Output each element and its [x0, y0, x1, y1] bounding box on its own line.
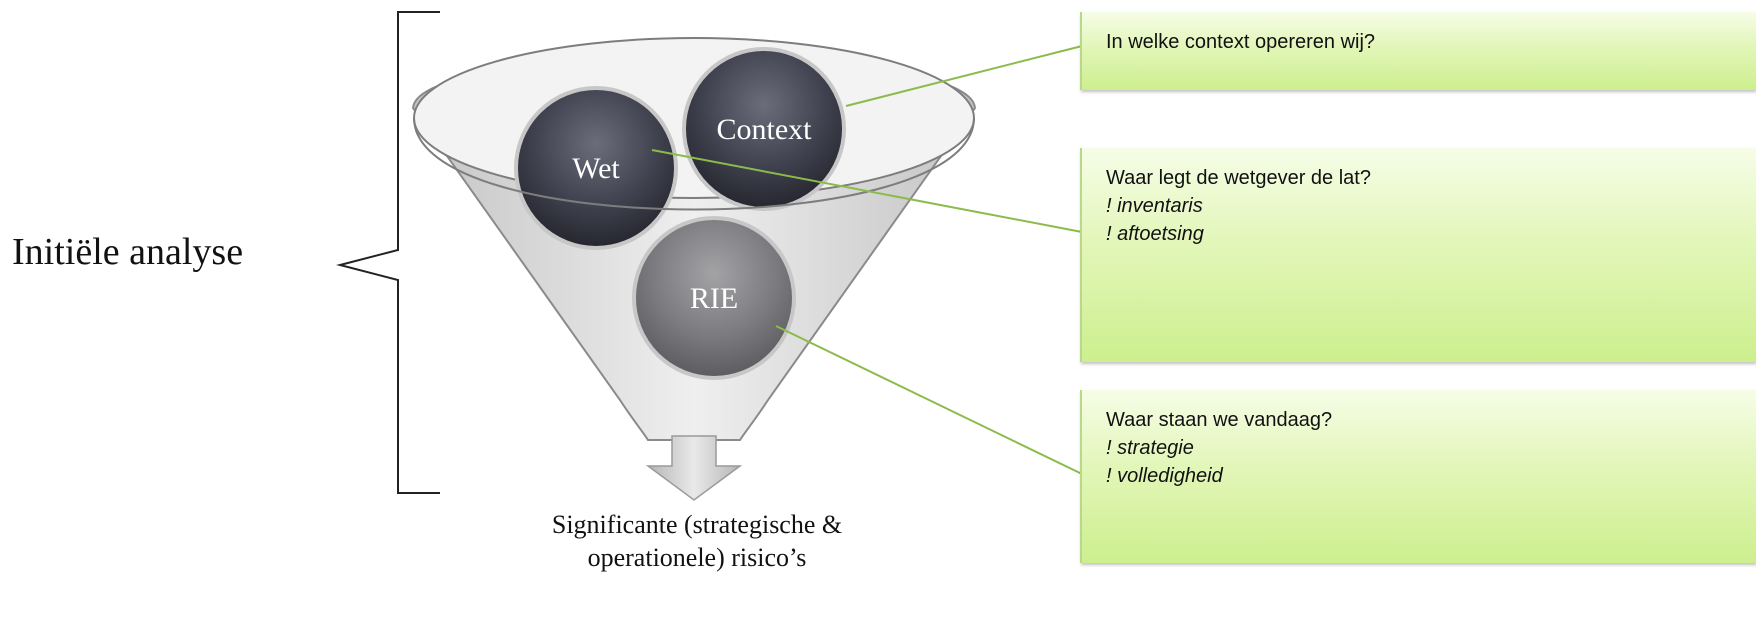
note-rie-title: Waar staan we vandaag?	[1106, 409, 1333, 431]
output-label-line2: operationele) risico’s	[588, 543, 807, 572]
note-context: In welke context opereren wij?	[1080, 12, 1756, 90]
funnel-rim	[413, 117, 975, 211]
brace	[336, 11, 440, 494]
down-arrow-icon	[645, 435, 743, 501]
note-rie: Waar staan we vandaag? ! strategie ! vol…	[1080, 390, 1756, 563]
circle-wet-label: Wet	[572, 152, 620, 185]
connector-wet	[651, 149, 1083, 233]
note-rie-item: ! strategie	[1106, 437, 1194, 459]
note-wet-item: ! aftoetsing	[1106, 223, 1204, 245]
note-wet-title: Waar legt de wetgever de lat?	[1106, 167, 1371, 189]
circle-context-label: Context	[717, 113, 813, 146]
note-rie-item: ! volledigheid	[1106, 465, 1223, 487]
circle-wet: Wet	[514, 86, 678, 250]
analysis-label: Initiële analyse	[12, 231, 243, 273]
circle-rie-label: RIE	[690, 282, 738, 315]
note-wet-item: ! inventaris	[1106, 195, 1203, 217]
circle-context: Context	[682, 47, 846, 211]
output-label-line1: Significante (strategische &	[552, 510, 842, 539]
note-context-title: In welke context opereren wij?	[1106, 31, 1376, 53]
connector-rie	[775, 325, 1083, 475]
connector-context	[845, 45, 1083, 107]
note-wet: Waar legt de wetgever de lat? ! inventar…	[1080, 148, 1756, 362]
circle-rie: RIE	[632, 216, 796, 380]
